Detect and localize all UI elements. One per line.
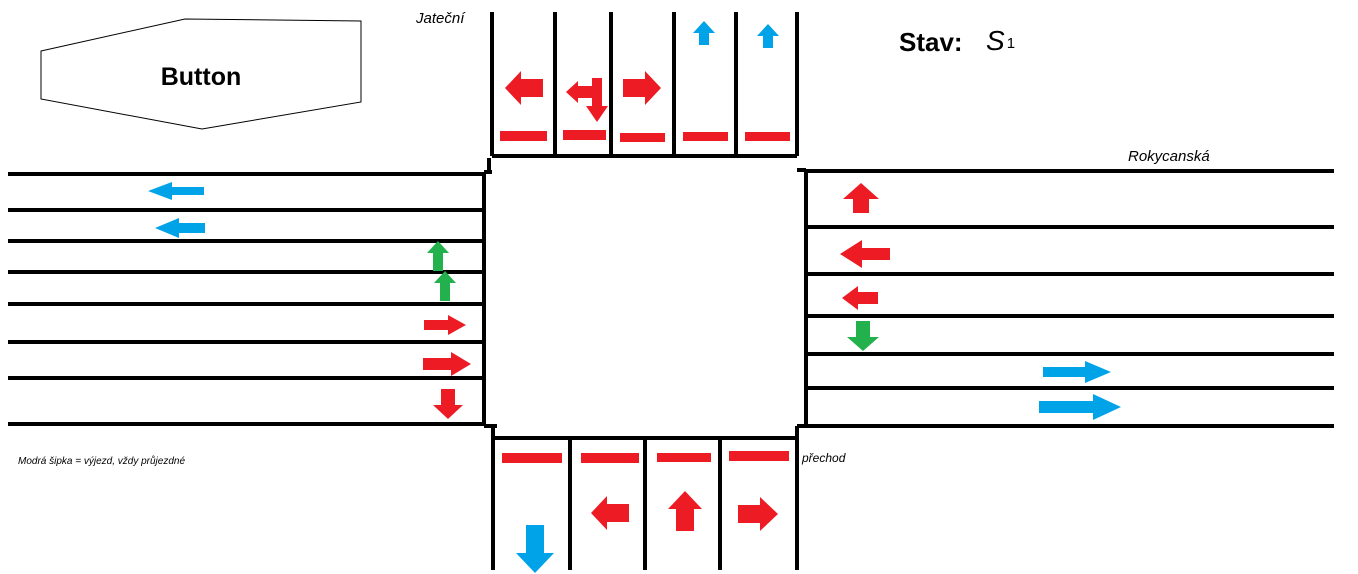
crosswalk-label: přechod [802,451,846,465]
crosswalk-bar-south [729,451,789,461]
north-lane-3-right-arrow [623,71,661,105]
west-lane-4-up-arrow [434,271,456,301]
crosswalk-bar-north [500,131,547,141]
hexagon-button[interactable]: Button [40,18,362,130]
south-lane-3-up-arrow [668,491,702,531]
state-symbol: S [986,25,1005,56]
east-lane-1-up-arrow [843,183,879,213]
east-lane-6-right-arrow [1039,394,1121,420]
crosswalk-bar-north [563,130,606,140]
south-lane-2-left-arrow [591,496,629,530]
west-lane-6-right-arrow [423,352,471,376]
crosswalk-bar-south [502,453,562,463]
north-lane-2-down-arrow [586,78,608,122]
west-lane-5-right-arrow [424,315,466,335]
street-name-east: Rokycanská [1128,148,1210,165]
hexagon-shape [40,18,362,130]
west-lane-2-left-arrow [155,218,205,238]
east-lane-4-down-arrow [847,321,879,351]
button-label: Button [160,63,242,91]
north-lane-1-left-arrow [505,71,543,105]
west-lane-1-left-arrow [148,182,204,200]
east-lane-2-left-arrow [840,240,890,268]
east-lane-3-left-arrow [842,286,878,310]
west-lane-3-up-arrow [427,241,449,271]
north-lane-2-left-arrow [566,81,598,103]
south-lane-1-down-arrow [516,525,554,573]
north-lane-5-up-arrow [757,24,779,48]
state-index: 1 [1006,35,1016,52]
legend-text: Modrá šipka = výjezd, vždy průjezdné [18,456,186,467]
south-lane-4-right-arrow [738,497,778,531]
east-lane-5-right-arrow [1043,361,1111,383]
crosswalk-bar-south [581,453,639,463]
crosswalk-bar-south [657,453,711,462]
crosswalk-bar-north [620,133,665,142]
north-lane-4-up-arrow [693,21,715,45]
state-label: Stav: [899,27,963,57]
crosswalk-bar-north [745,132,790,141]
street-name-north: Jateční [416,10,465,27]
crosswalk-bar-north [683,132,728,141]
west-lane-7-down-arrow [433,389,463,419]
